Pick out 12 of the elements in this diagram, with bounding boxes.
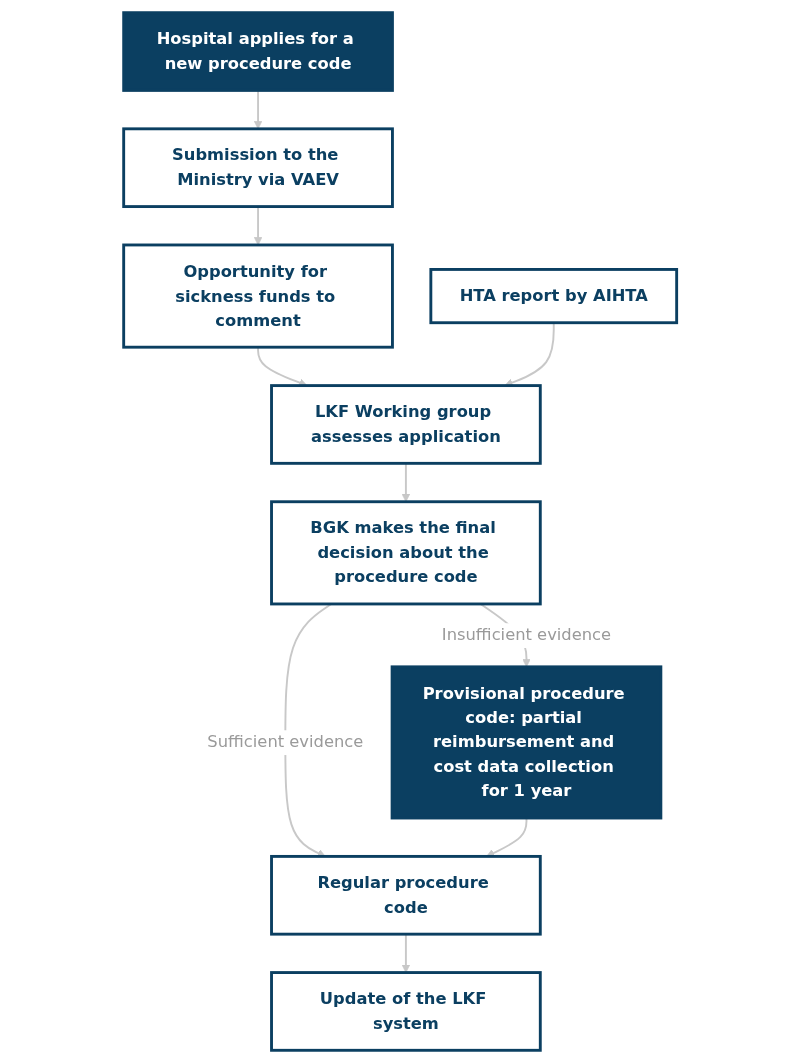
node-box: Provisional procedure code: partial reimbursement and cost data collection for 1 year xyxy=(390,665,663,820)
edge-label: Insufficient evidence xyxy=(441,625,611,645)
node-box: Regular procedure code xyxy=(269,854,542,936)
node-box: Update of the LKF system xyxy=(269,971,542,1052)
node-box: Submission to the Ministry via VAEV xyxy=(122,127,394,208)
node-box: HTA report by AIHTA xyxy=(429,268,678,325)
arrow xyxy=(284,603,333,857)
node-box: Opportunity for sickness funds to comment xyxy=(122,243,394,349)
node-box: BGK makes the final decision about the procedure code xyxy=(269,500,542,606)
node-box: LKF Working group assesses application xyxy=(269,384,542,465)
node-box: Hospital applies for a new procedure code xyxy=(122,11,394,92)
edge-label: Sufficient evidence xyxy=(207,732,364,752)
